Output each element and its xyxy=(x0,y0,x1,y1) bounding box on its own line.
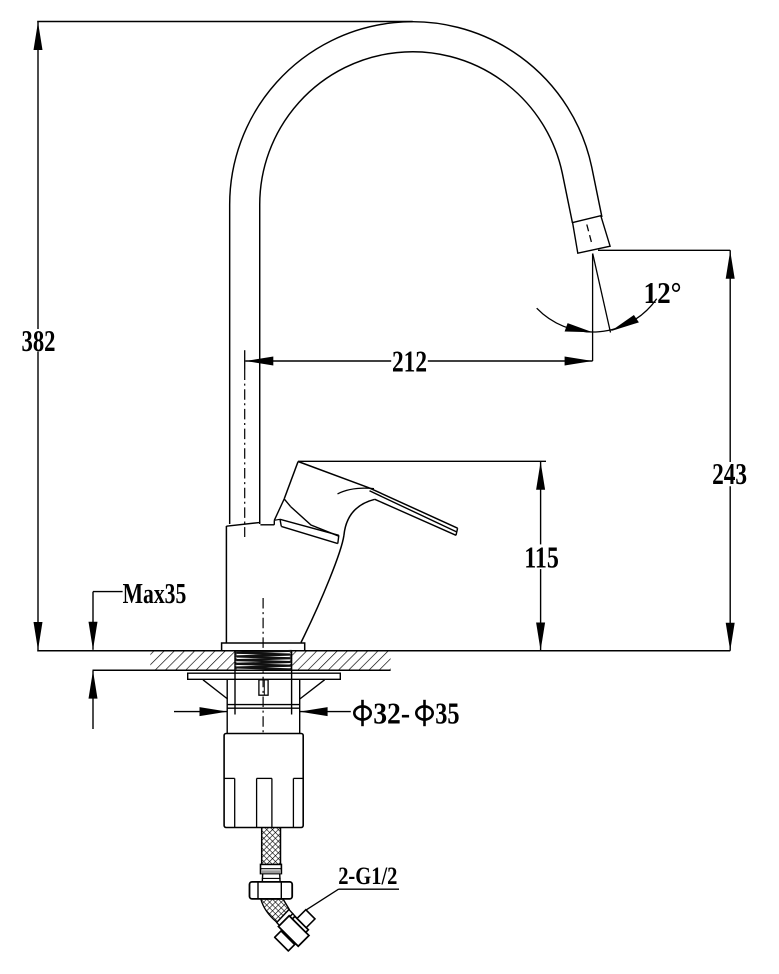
svg-text:212: 212 xyxy=(392,343,427,378)
svg-text:35: 35 xyxy=(435,695,459,730)
svg-text:382: 382 xyxy=(22,323,56,358)
svg-text:243: 243 xyxy=(712,456,747,491)
svg-text:12°: 12° xyxy=(644,275,682,310)
svg-text:2-G1/2: 2-G1/2 xyxy=(338,863,397,890)
svg-text:115: 115 xyxy=(524,540,559,575)
svg-text:32-: 32- xyxy=(373,695,410,730)
svg-text:Max35: Max35 xyxy=(123,578,187,610)
